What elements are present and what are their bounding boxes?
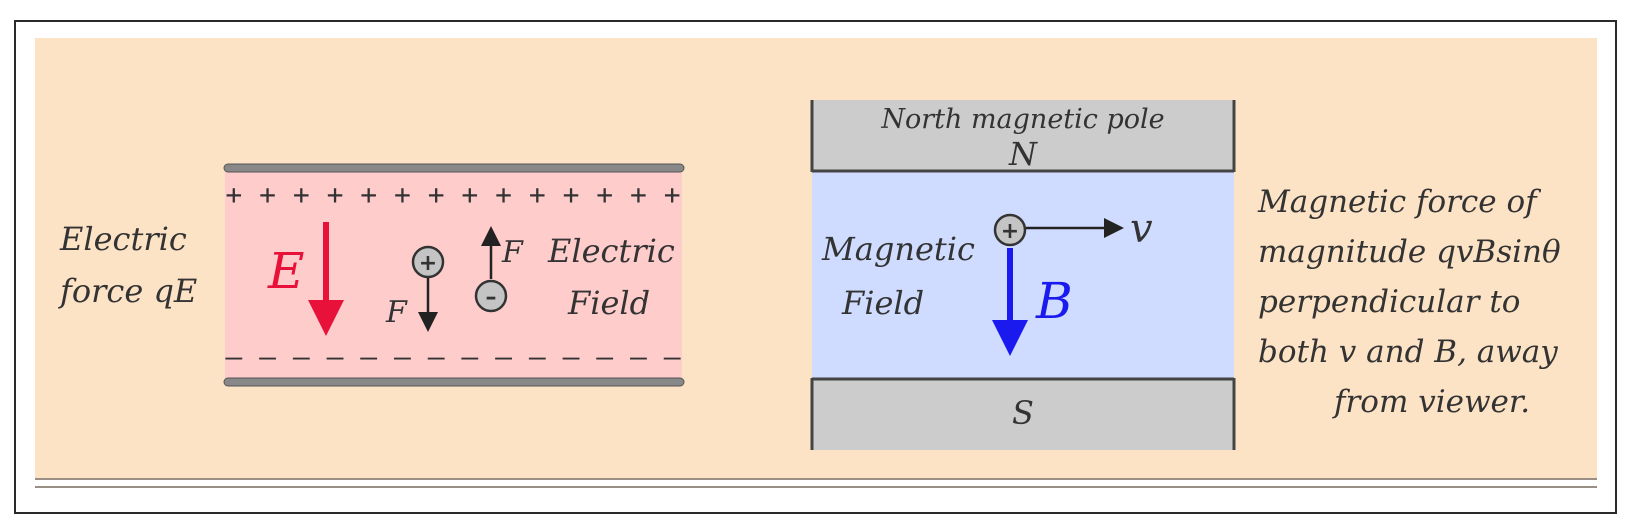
positive-plate [223, 163, 685, 173]
velocity-symbol: v [1130, 206, 1153, 252]
north-pole [812, 100, 1234, 172]
magnetic-field-label-line2: Field [841, 284, 924, 322]
description-line: both v and B, away [1258, 334, 1558, 370]
electric-force-label-line2: force qE [58, 272, 197, 310]
positive-charge-icon [411, 245, 445, 279]
bottom-rule [35, 478, 1597, 480]
magnetic-force-description: Magnetic force of magnitude qvBsinθ perp… [1257, 184, 1561, 420]
magnetic-field-label-line1: Magnetic [821, 230, 975, 268]
electric-field-label-line2: Field [567, 284, 650, 322]
force-label-negative: F [501, 235, 524, 270]
magnetic-field-region [812, 172, 1234, 378]
description-line: from viewer. [1332, 384, 1530, 420]
e-symbol: E [267, 242, 305, 300]
negative-charge-sign: – [486, 285, 497, 310]
description-line: magnitude qvBsinθ [1258, 234, 1561, 270]
positive-charge-row: + + + + + + + + + + + + + + [225, 178, 680, 211]
north-pole-label: North magnetic pole [880, 104, 1164, 135]
negative-charge-icon [474, 279, 508, 313]
bottom-rule [35, 486, 1597, 488]
magnetic-field-diagram: North magnetic pole N S Magnetic Field +… [810, 100, 1236, 450]
negative-plate [223, 377, 685, 387]
electric-force-label-line1: Electric [59, 220, 187, 258]
electric-field-region [225, 170, 682, 380]
moving-charge-sign: + [1001, 219, 1019, 244]
b-symbol: B [1035, 272, 1073, 330]
north-letter: N [1008, 135, 1038, 173]
electric-field-label-line1: Electric [547, 232, 675, 270]
description-line: Magnetic force of [1257, 184, 1542, 220]
negative-charge-row: – – – – – – – – – – – – – – [225, 340, 680, 373]
moving-charge-icon [993, 213, 1027, 247]
description-line: perpendicular to [1258, 284, 1520, 320]
electric-field-diagram: + + + + + + + + + + + + + + – – – – – – … [58, 163, 685, 387]
positive-charge-sign: + [419, 251, 437, 276]
south-letter: S [1012, 394, 1034, 432]
force-label-positive: F [385, 295, 408, 330]
south-pole [812, 378, 1234, 450]
